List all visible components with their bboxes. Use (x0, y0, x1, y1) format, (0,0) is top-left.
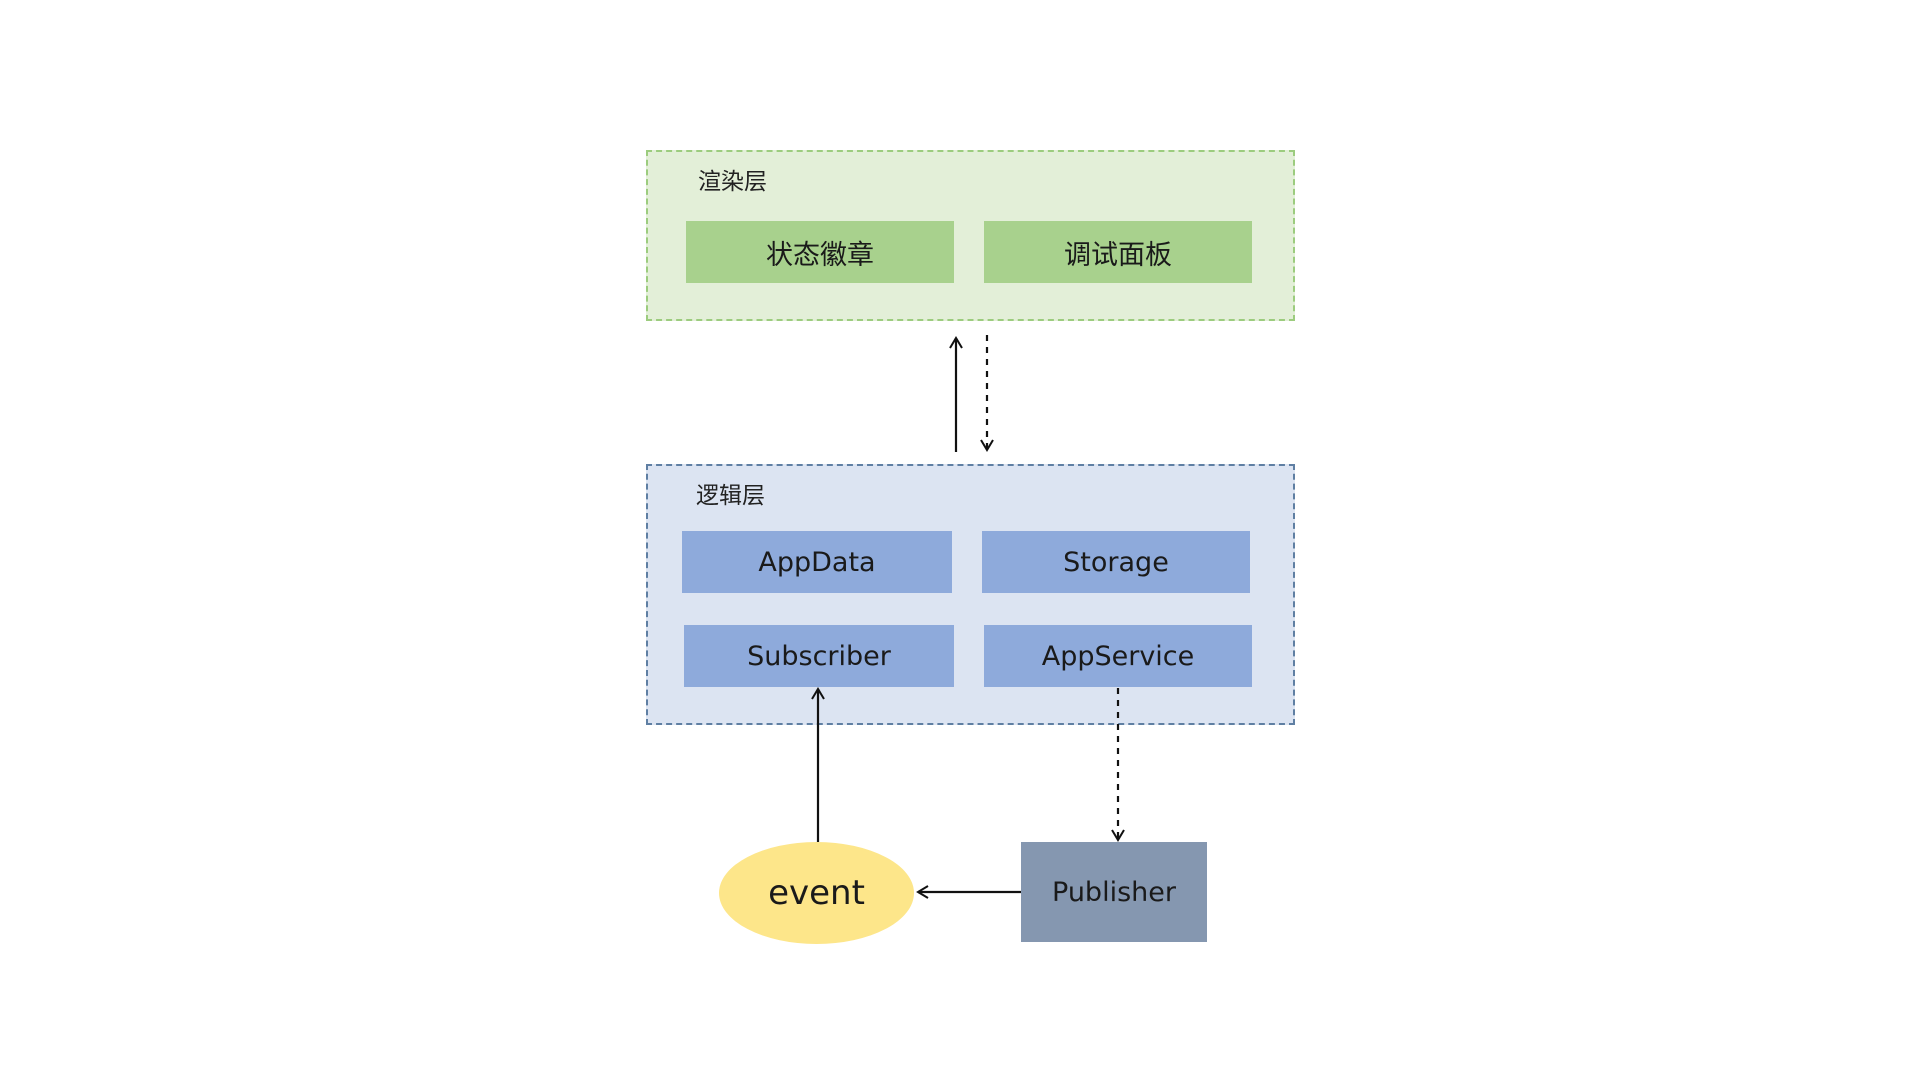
render-item-debug-panel[interactable]: 调试面板 (984, 221, 1252, 283)
publisher-node[interactable]: Publisher (1021, 842, 1207, 942)
logic-item-subscriber[interactable]: Subscriber (684, 625, 954, 687)
logic-layer-group: 逻辑层 AppData Storage Subscriber AppServic… (646, 464, 1295, 725)
logic-item-appdata[interactable]: AppData (682, 531, 952, 593)
logic-layer-label: 逻辑层 (696, 483, 765, 509)
render-layer-group: 渲染层 状态徽章 调试面板 (646, 150, 1295, 321)
logic-item-appservice[interactable]: AppService (984, 625, 1252, 687)
logic-item-storage[interactable]: Storage (982, 531, 1250, 593)
event-node[interactable]: event (719, 842, 914, 944)
render-layer-label: 渲染层 (698, 169, 767, 195)
render-item-status-badge[interactable]: 状态徽章 (686, 221, 954, 283)
